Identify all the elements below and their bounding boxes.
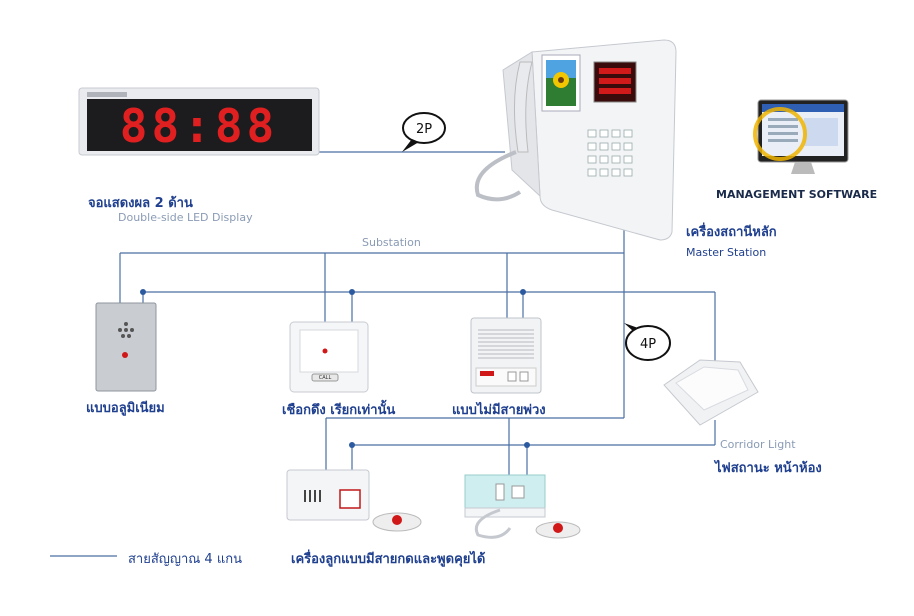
- master-station-label-en: Master Station: [686, 246, 767, 259]
- legend-text: สายสัญญาณ 4 แกน: [128, 552, 242, 567]
- aluminium-label: แบบอลูมิเนียม: [86, 401, 165, 416]
- led-display-label-en: Double-side LED Display: [118, 211, 253, 224]
- master-station-device: [474, 39, 677, 241]
- connector-4p-bubble: [624, 323, 671, 361]
- corridor-light-device: [663, 359, 759, 426]
- aluminium-device: [95, 302, 157, 392]
- handset-unit-1: [286, 469, 422, 532]
- pull-cord-call-text: CALL: [319, 375, 332, 381]
- corridor-light-label-th: ไฟสถานะ หน้าห้อง: [715, 461, 822, 476]
- pull-cord-device: [289, 321, 369, 393]
- management-software-monitor: [753, 99, 849, 174]
- handset-units-label: เครื่องลูกแบบมีสายกดและพูดคุยได้: [291, 552, 486, 567]
- corridor-light-label-en: Corridor Light: [720, 438, 796, 451]
- wireless-device: [470, 317, 542, 394]
- substation-label: Substation: [362, 236, 421, 249]
- connector-2p-bubble: [402, 112, 446, 152]
- led-display: [78, 87, 320, 156]
- management-software-label: MANAGEMENT SOFTWARE: [716, 188, 878, 201]
- pull-cord-label: เชือกดึง เรียกเท่านั้น: [282, 403, 396, 418]
- led-digits: 88:88: [120, 99, 278, 153]
- wireless-label: แบบไม่มีสายพ่วง: [452, 403, 546, 418]
- connector-2p-label: 2P: [416, 122, 432, 137]
- master-station-label-th: เครื่องสถานีหลัก: [686, 225, 777, 240]
- led-display-label-th: จอแสดงผล 2 ด้าน: [88, 196, 193, 211]
- connector-4p-label: 4P: [640, 337, 656, 352]
- handset-unit-2: [464, 474, 581, 539]
